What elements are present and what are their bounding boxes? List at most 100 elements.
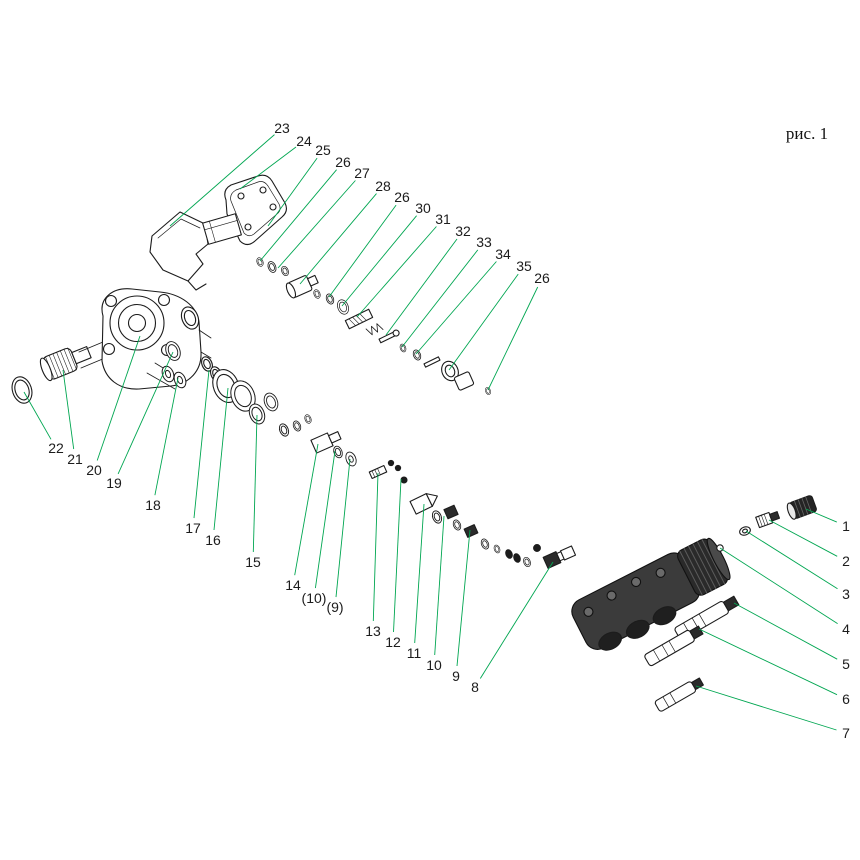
- parts-artwork: [11, 174, 817, 712]
- leader-line-18: [154, 377, 179, 496]
- part-bolt: [368, 464, 388, 480]
- callout-label-17: 17: [185, 520, 201, 536]
- callout-label-32: 32: [455, 223, 471, 239]
- seal-ring: [277, 422, 291, 438]
- leader-line-14: [294, 443, 319, 576]
- part-valve-cage: [453, 371, 475, 391]
- callout-label-1: 1: [842, 518, 850, 534]
- callout-label-14: 14: [285, 577, 301, 593]
- leader-line-33: [401, 249, 479, 348]
- leader-line-31: [356, 226, 437, 318]
- leader-line-16: [213, 387, 229, 531]
- leader-line-(10): [314, 450, 336, 589]
- leader-line-23: [169, 134, 275, 227]
- callout-label-26: 26: [335, 154, 351, 170]
- leader-line-19: [117, 351, 174, 475]
- callout-label-15: 15: [245, 554, 261, 570]
- callout-label-20: 20: [86, 462, 102, 478]
- seal-ring: [430, 509, 444, 525]
- callout-labels: 2324252627282630313233343526222120191817…: [48, 120, 850, 741]
- leader-line-8: [479, 561, 554, 679]
- callout-label-26: 26: [394, 189, 410, 205]
- leader-line-9: [456, 529, 471, 667]
- callout-label-10: 10: [426, 657, 442, 673]
- leader-line-32: [385, 238, 458, 336]
- callout-label-26: 26: [534, 270, 550, 286]
- callout-label-22: 22: [48, 440, 64, 456]
- part-spring-piston: [344, 308, 374, 330]
- shaft-lines: [78, 341, 106, 369]
- part-spring: [365, 323, 384, 336]
- part-piston-group: [310, 431, 342, 454]
- part-nipple-fitting: [755, 511, 781, 529]
- leader-line-34: [415, 261, 497, 355]
- leader-line-22: [23, 391, 52, 440]
- leader-line-15: [252, 414, 258, 553]
- o-ring: [312, 288, 322, 300]
- callout-label-34: 34: [495, 246, 511, 262]
- part-crankcase-housing: [101, 288, 212, 390]
- leader-line-17: [193, 369, 210, 519]
- callout-label-31: 31: [435, 211, 451, 227]
- callout-label-5: 5: [842, 656, 850, 672]
- callout-label-35: 35: [516, 258, 532, 274]
- leader-line-20: [96, 335, 141, 461]
- callout-label-3: 3: [842, 586, 850, 602]
- callout-label-21: 21: [67, 451, 83, 467]
- seal-ring: [261, 390, 281, 414]
- leader-line-13: [372, 472, 379, 622]
- plug: [533, 544, 541, 552]
- part-valve-seat: [441, 360, 459, 382]
- o-ring: [324, 292, 336, 306]
- part-hex-fitting: [559, 545, 577, 561]
- leader-line-21: [62, 369, 75, 450]
- callout-label-13: 13: [365, 623, 381, 639]
- part-nut: [443, 504, 459, 520]
- leader-line-24: [239, 146, 297, 190]
- callout-label-11: 11: [407, 645, 422, 661]
- dark-ring: [513, 553, 521, 563]
- leader-line-35: [448, 273, 519, 371]
- part-valve-stem: [378, 329, 400, 344]
- seal-ring: [492, 543, 502, 555]
- leader-line-11: [414, 503, 425, 644]
- leader-line-1: [805, 508, 837, 523]
- o-ring: [484, 386, 492, 396]
- callout-label-(10): (10): [302, 590, 327, 606]
- callout-label-16: 16: [205, 532, 221, 548]
- o-ring: [255, 256, 265, 268]
- o-ring: [335, 297, 351, 317]
- part-valve-body: [409, 493, 438, 515]
- leader-line-25: [267, 157, 318, 227]
- leader-line-12: [393, 478, 402, 633]
- leader-line-30: [341, 215, 417, 307]
- part-coupler-short: [654, 677, 704, 712]
- part-gasket-block: [202, 213, 242, 245]
- leader-line-5: [733, 602, 838, 660]
- part-pump-head: [571, 537, 731, 651]
- figure-caption: рис. 1: [786, 124, 828, 143]
- leader-line-26: [328, 204, 397, 298]
- callout-label-27: 27: [354, 165, 370, 181]
- part-side-plate: [149, 211, 209, 291]
- callout-label-8: 8: [471, 679, 479, 695]
- leader-line-10: [434, 515, 445, 656]
- callout-label-2: 2: [842, 553, 850, 569]
- callout-label-24: 24: [296, 133, 312, 149]
- callout-label-28: 28: [375, 178, 391, 194]
- leader-line-26: [487, 286, 539, 391]
- leader-line-27: [277, 180, 356, 269]
- callout-label-33: 33: [476, 234, 492, 250]
- leader-line-(9): [335, 458, 351, 598]
- callout-label-4: 4: [842, 621, 850, 637]
- part-coupler: [644, 625, 704, 667]
- seal-ring: [291, 419, 303, 433]
- callout-label-12: 12: [385, 634, 401, 650]
- o-ring: [266, 259, 278, 275]
- callout-label-9: 9: [452, 668, 460, 684]
- leader-line-2: [768, 519, 838, 557]
- callout-label-23: 23: [274, 120, 290, 136]
- leader-lines: [23, 134, 838, 731]
